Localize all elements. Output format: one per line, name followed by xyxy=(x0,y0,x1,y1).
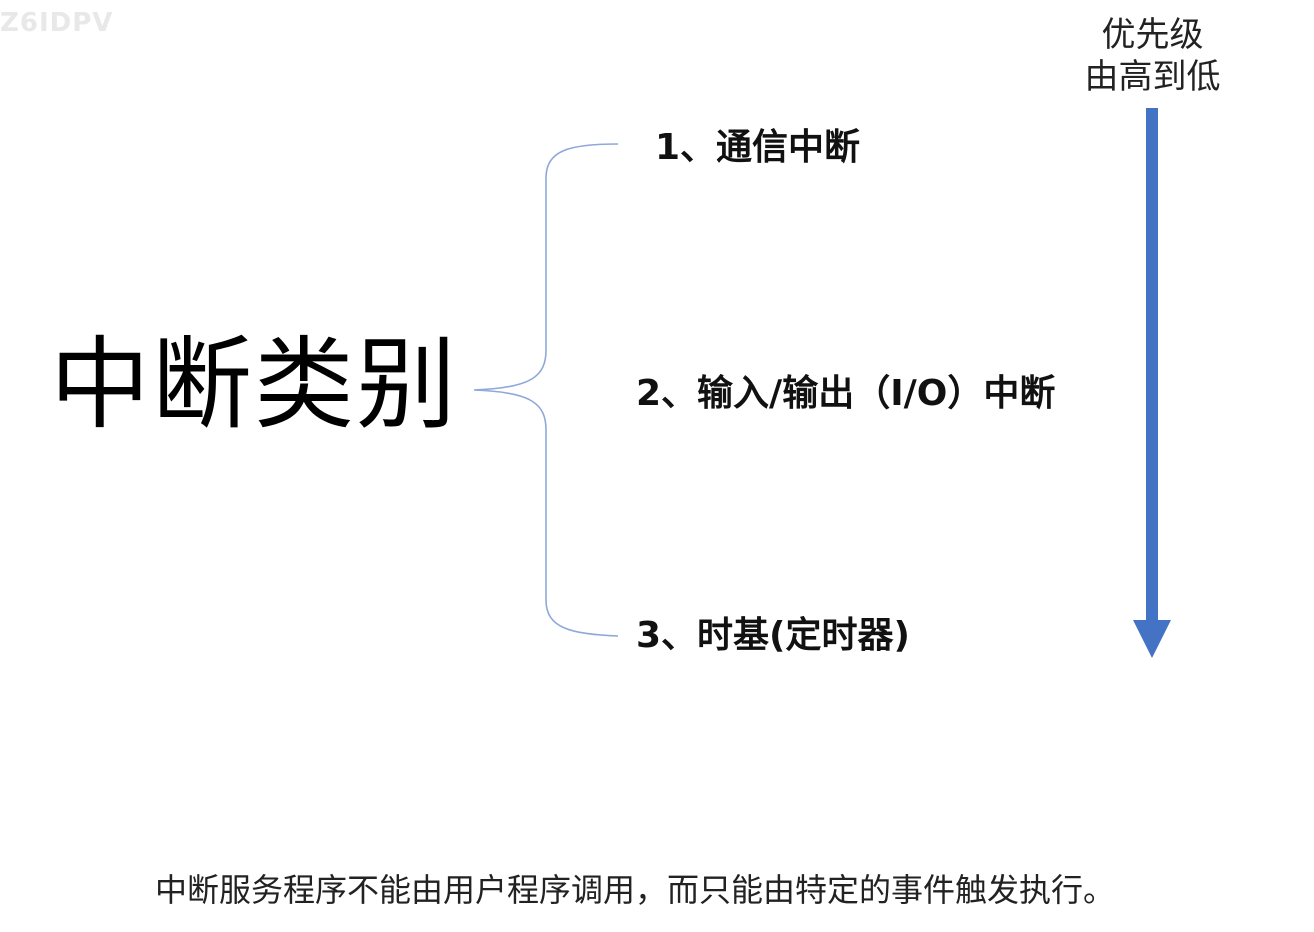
priority-label: 优先级 由高到低 xyxy=(1070,14,1235,98)
watermark-text: Z6IDPV xyxy=(0,8,114,38)
priority-line-1: 优先级 xyxy=(1101,15,1204,55)
interrupt-type-2: 2、输入/输出（I/O）中断 xyxy=(636,373,1056,414)
curly-brace xyxy=(473,143,619,637)
footer-note: 中断服务程序不能由用户程序调用，而只能由特定的事件触发执行。 xyxy=(155,871,1116,909)
arrow-head xyxy=(1133,620,1171,658)
main-title: 中断类别 xyxy=(50,326,458,443)
interrupt-type-3: 3、时基(定时器) xyxy=(636,615,910,656)
priority-line-2: 由高到低 xyxy=(1084,57,1221,97)
arrow-shaft xyxy=(1146,108,1158,622)
brace-path xyxy=(473,143,619,637)
interrupt-type-1: 1、通信中断 xyxy=(655,127,861,168)
arrow-down-icon xyxy=(1133,108,1171,658)
